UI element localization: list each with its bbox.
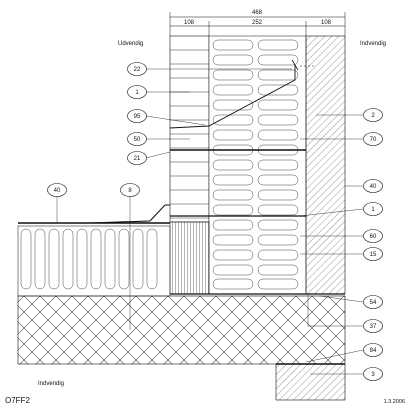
edge-insulation-block [169,221,210,295]
inner-concrete-leaf [305,35,346,295]
callout-84: 84 [305,343,383,363]
callout-21: 21 [127,151,171,165]
svg-text:15: 15 [370,252,377,258]
callout-8: 8 [120,183,140,330]
callout-60: 60 [300,229,383,243]
callout-22: 22 [127,62,292,76]
damp-proof-membrane [169,59,316,217]
svg-text:40: 40 [54,188,61,194]
drawing-date: 1.3.2006 [384,399,405,405]
callout-50: 50 [127,132,190,146]
outer-brick-leaf [169,35,210,223]
svg-text:1: 1 [135,90,139,96]
svg-text:2: 2 [371,113,375,119]
cavity-insulation [208,35,307,295]
dim-right: 108 [321,20,332,26]
svg-text:60: 60 [370,234,377,240]
dimension-line: 468 108 252 108 [169,10,346,36]
svg-text:95: 95 [134,114,141,120]
dim-left: 108 [184,20,195,26]
svg-text:37: 37 [370,324,377,330]
svg-text:54: 54 [370,300,377,306]
concrete-slab [17,293,346,365]
drawing-code: O7FF2 [5,396,30,405]
callout-1-right: 1 [299,202,383,217]
svg-text:84: 84 [370,348,377,354]
dim-middle: 252 [252,20,263,26]
callout-40-left: 40 [47,183,67,223]
callout-37: 37 [307,294,383,333]
dim-total: 468 [252,10,263,16]
callout-95: 95 [127,109,206,126]
callout-2: 2 [316,108,383,122]
callout-40-right: 40 [345,179,383,193]
label-inside-bottom: Indvendig [38,381,64,387]
svg-text:40: 40 [370,184,377,190]
callout-70: 70 [300,132,383,146]
lower-wall [275,363,346,401]
svg-text:3: 3 [371,372,375,378]
svg-text:1: 1 [371,207,375,213]
svg-text:50: 50 [134,137,141,143]
svg-text:8: 8 [128,188,132,194]
callout-15: 15 [300,247,383,261]
svg-text:21: 21 [134,156,141,162]
label-inside-right: Indvendig [360,41,386,47]
roof-insulation [17,204,171,297]
label-outside: Udvendig [118,41,143,47]
callout-54: 54 [319,295,383,309]
callout-3: 3 [310,367,383,381]
svg-text:70: 70 [370,137,377,143]
callout-1-left: 1 [127,85,190,99]
svg-text:22: 22 [134,67,141,73]
